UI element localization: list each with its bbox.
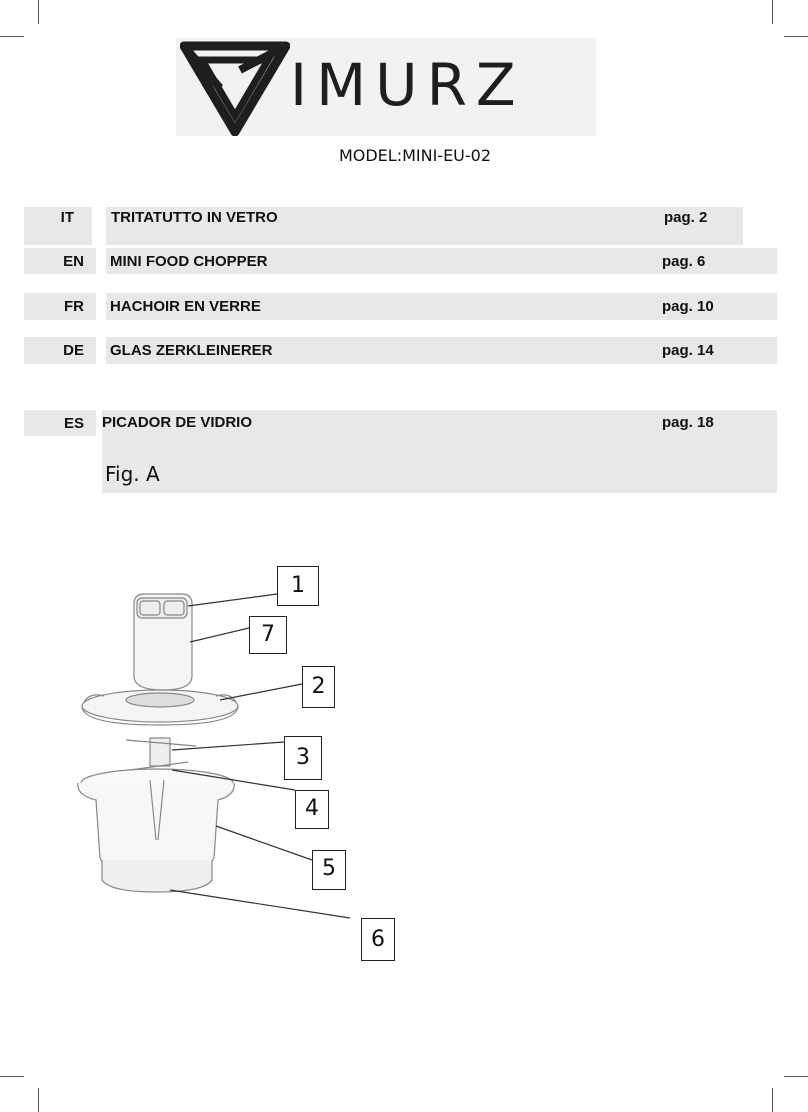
toc-bar	[106, 337, 777, 364]
toc-page: pag. 6	[662, 253, 706, 270]
control-buttons	[136, 597, 188, 619]
toc-bar	[24, 248, 96, 274]
crop-mark	[0, 36, 24, 37]
toc-title: PICADOR DE VIDRIO	[102, 414, 253, 431]
callout-6: 6	[361, 918, 395, 961]
toc-bar	[102, 410, 777, 493]
glass-bowl	[77, 782, 235, 873]
toc-bar	[24, 293, 96, 320]
brand-name: IMURZ	[290, 51, 525, 119]
crop-mark	[38, 1088, 39, 1112]
crop-mark	[0, 1076, 24, 1077]
toc-language-code: EN	[63, 253, 84, 270]
crop-mark	[38, 0, 39, 24]
callout-7: 7	[249, 616, 287, 654]
crop-mark	[784, 1076, 808, 1077]
crop-mark	[772, 0, 773, 24]
toc-page: pag. 2	[664, 209, 708, 226]
toc-language-code: FR	[64, 298, 84, 315]
toc-page: pag. 14	[662, 342, 714, 359]
crop-mark	[772, 1088, 773, 1112]
callout-3: 3	[284, 736, 322, 780]
callout-4: 4	[295, 790, 329, 829]
brand-logo-icon	[180, 41, 290, 136]
figure-label: Fig. A	[105, 462, 160, 486]
callout-2: 2	[302, 666, 335, 708]
toc-page: pag. 18	[662, 414, 714, 431]
callout-1: 1	[277, 566, 319, 606]
toc-language-code: ES	[63, 415, 84, 432]
callout-5: 5	[312, 850, 346, 890]
toc-bar	[106, 293, 777, 320]
toc-bar	[106, 248, 777, 274]
toc-bar	[106, 207, 743, 245]
toc-language-code: DE	[63, 342, 84, 359]
toc-page: pag. 10	[662, 298, 714, 315]
toc-title: HACHOIR EN VERRE	[110, 298, 261, 315]
bowl-base	[101, 860, 213, 893]
blade	[125, 739, 197, 771]
toc-bar	[24, 337, 96, 364]
toc-bar	[24, 410, 96, 436]
toc-title: MINI FOOD CHOPPER	[110, 253, 268, 270]
toc-title: GLAS ZERKLEINERER	[110, 342, 273, 359]
toc-title: TRITATUTTO IN VETRO	[111, 209, 278, 226]
toc-language-code: IT	[60, 209, 74, 226]
toc-bar	[24, 207, 92, 245]
crop-mark	[784, 36, 808, 37]
model-number: MODEL:MINI-EU-02	[338, 146, 492, 165]
